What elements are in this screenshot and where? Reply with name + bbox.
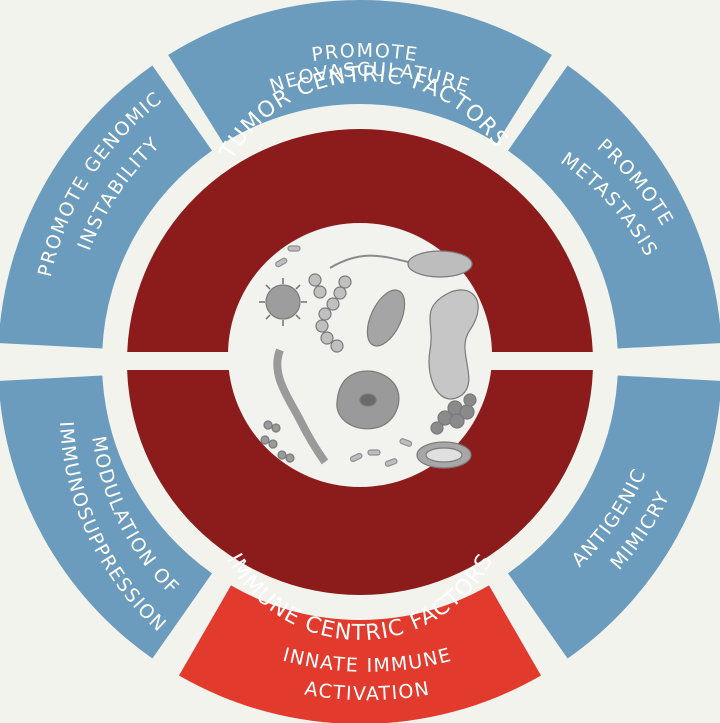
spiky-microbe-icon <box>259 278 307 326</box>
capsule-cell-icon <box>416 441 472 469</box>
cocci-cluster-icon <box>430 393 477 435</box>
segment-promote-metastasis <box>507 65 720 349</box>
spiky-rod-icon <box>366 289 406 347</box>
neovasculature-label-line1: PROMOTE <box>310 40 420 66</box>
segment-promote-genomic-instability <box>0 65 213 349</box>
flagellate-icon <box>329 250 473 278</box>
small-rods-icon <box>275 245 413 467</box>
segment-modulation-of-immunosuppression <box>0 375 213 659</box>
bead-chain-icon <box>308 273 352 353</box>
diplococci-icon <box>260 420 295 463</box>
segment-promote-neovasculature <box>168 0 552 144</box>
segment-innate-immune-activation <box>179 585 541 723</box>
microbes-illustration <box>259 245 479 469</box>
segment-antigenic-mimicry <box>507 375 720 659</box>
elongated-cell-icon <box>428 289 479 400</box>
filament-icon <box>273 348 329 465</box>
amoeba-icon <box>336 370 400 430</box>
